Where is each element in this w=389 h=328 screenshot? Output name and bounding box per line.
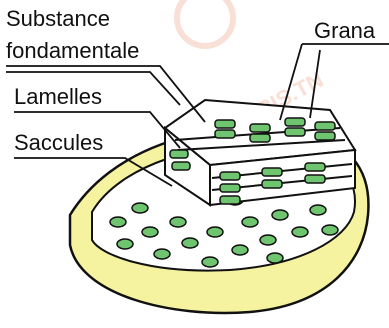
granum [305,163,325,171]
granum [170,150,188,158]
granum [215,120,235,128]
granum [250,124,270,132]
granum [220,172,240,180]
thylakoid-oval [110,217,126,227]
label-substance-line1: Substance [6,6,110,31]
granum [220,184,240,192]
granum [172,162,190,170]
granum [285,128,305,136]
thylakoid-oval [117,239,133,249]
granum [262,168,282,176]
granum [315,132,335,140]
thylakoid-oval [310,205,326,215]
thylakoid-oval [272,210,288,220]
thylakoid-oval [142,227,158,237]
thylakoid-oval [202,257,218,267]
thylakoid-oval [182,238,198,248]
thylakoid-oval [267,253,283,263]
granum [305,175,325,183]
label-lamelles: Lamelles [14,84,102,109]
granum [215,130,235,138]
granum [262,180,282,188]
thylakoid-oval [154,249,170,259]
label-grana: Grana [314,18,376,43]
thylakoid-oval [242,217,258,227]
thylakoid-oval [322,225,338,235]
granum [315,122,335,130]
granum [285,118,305,126]
granum [250,134,270,142]
thylakoid-oval [132,203,148,213]
thylakoid-oval [207,227,223,237]
label-substance-line2: fondamentale [6,38,139,63]
thylakoid-oval [260,235,276,245]
thylakoid-oval [232,245,248,255]
label-saccules: Saccules [14,130,103,155]
cutaway-block [165,100,355,205]
thylakoid-oval [170,217,186,227]
thylakoid-oval [292,227,308,237]
granum [220,196,240,204]
